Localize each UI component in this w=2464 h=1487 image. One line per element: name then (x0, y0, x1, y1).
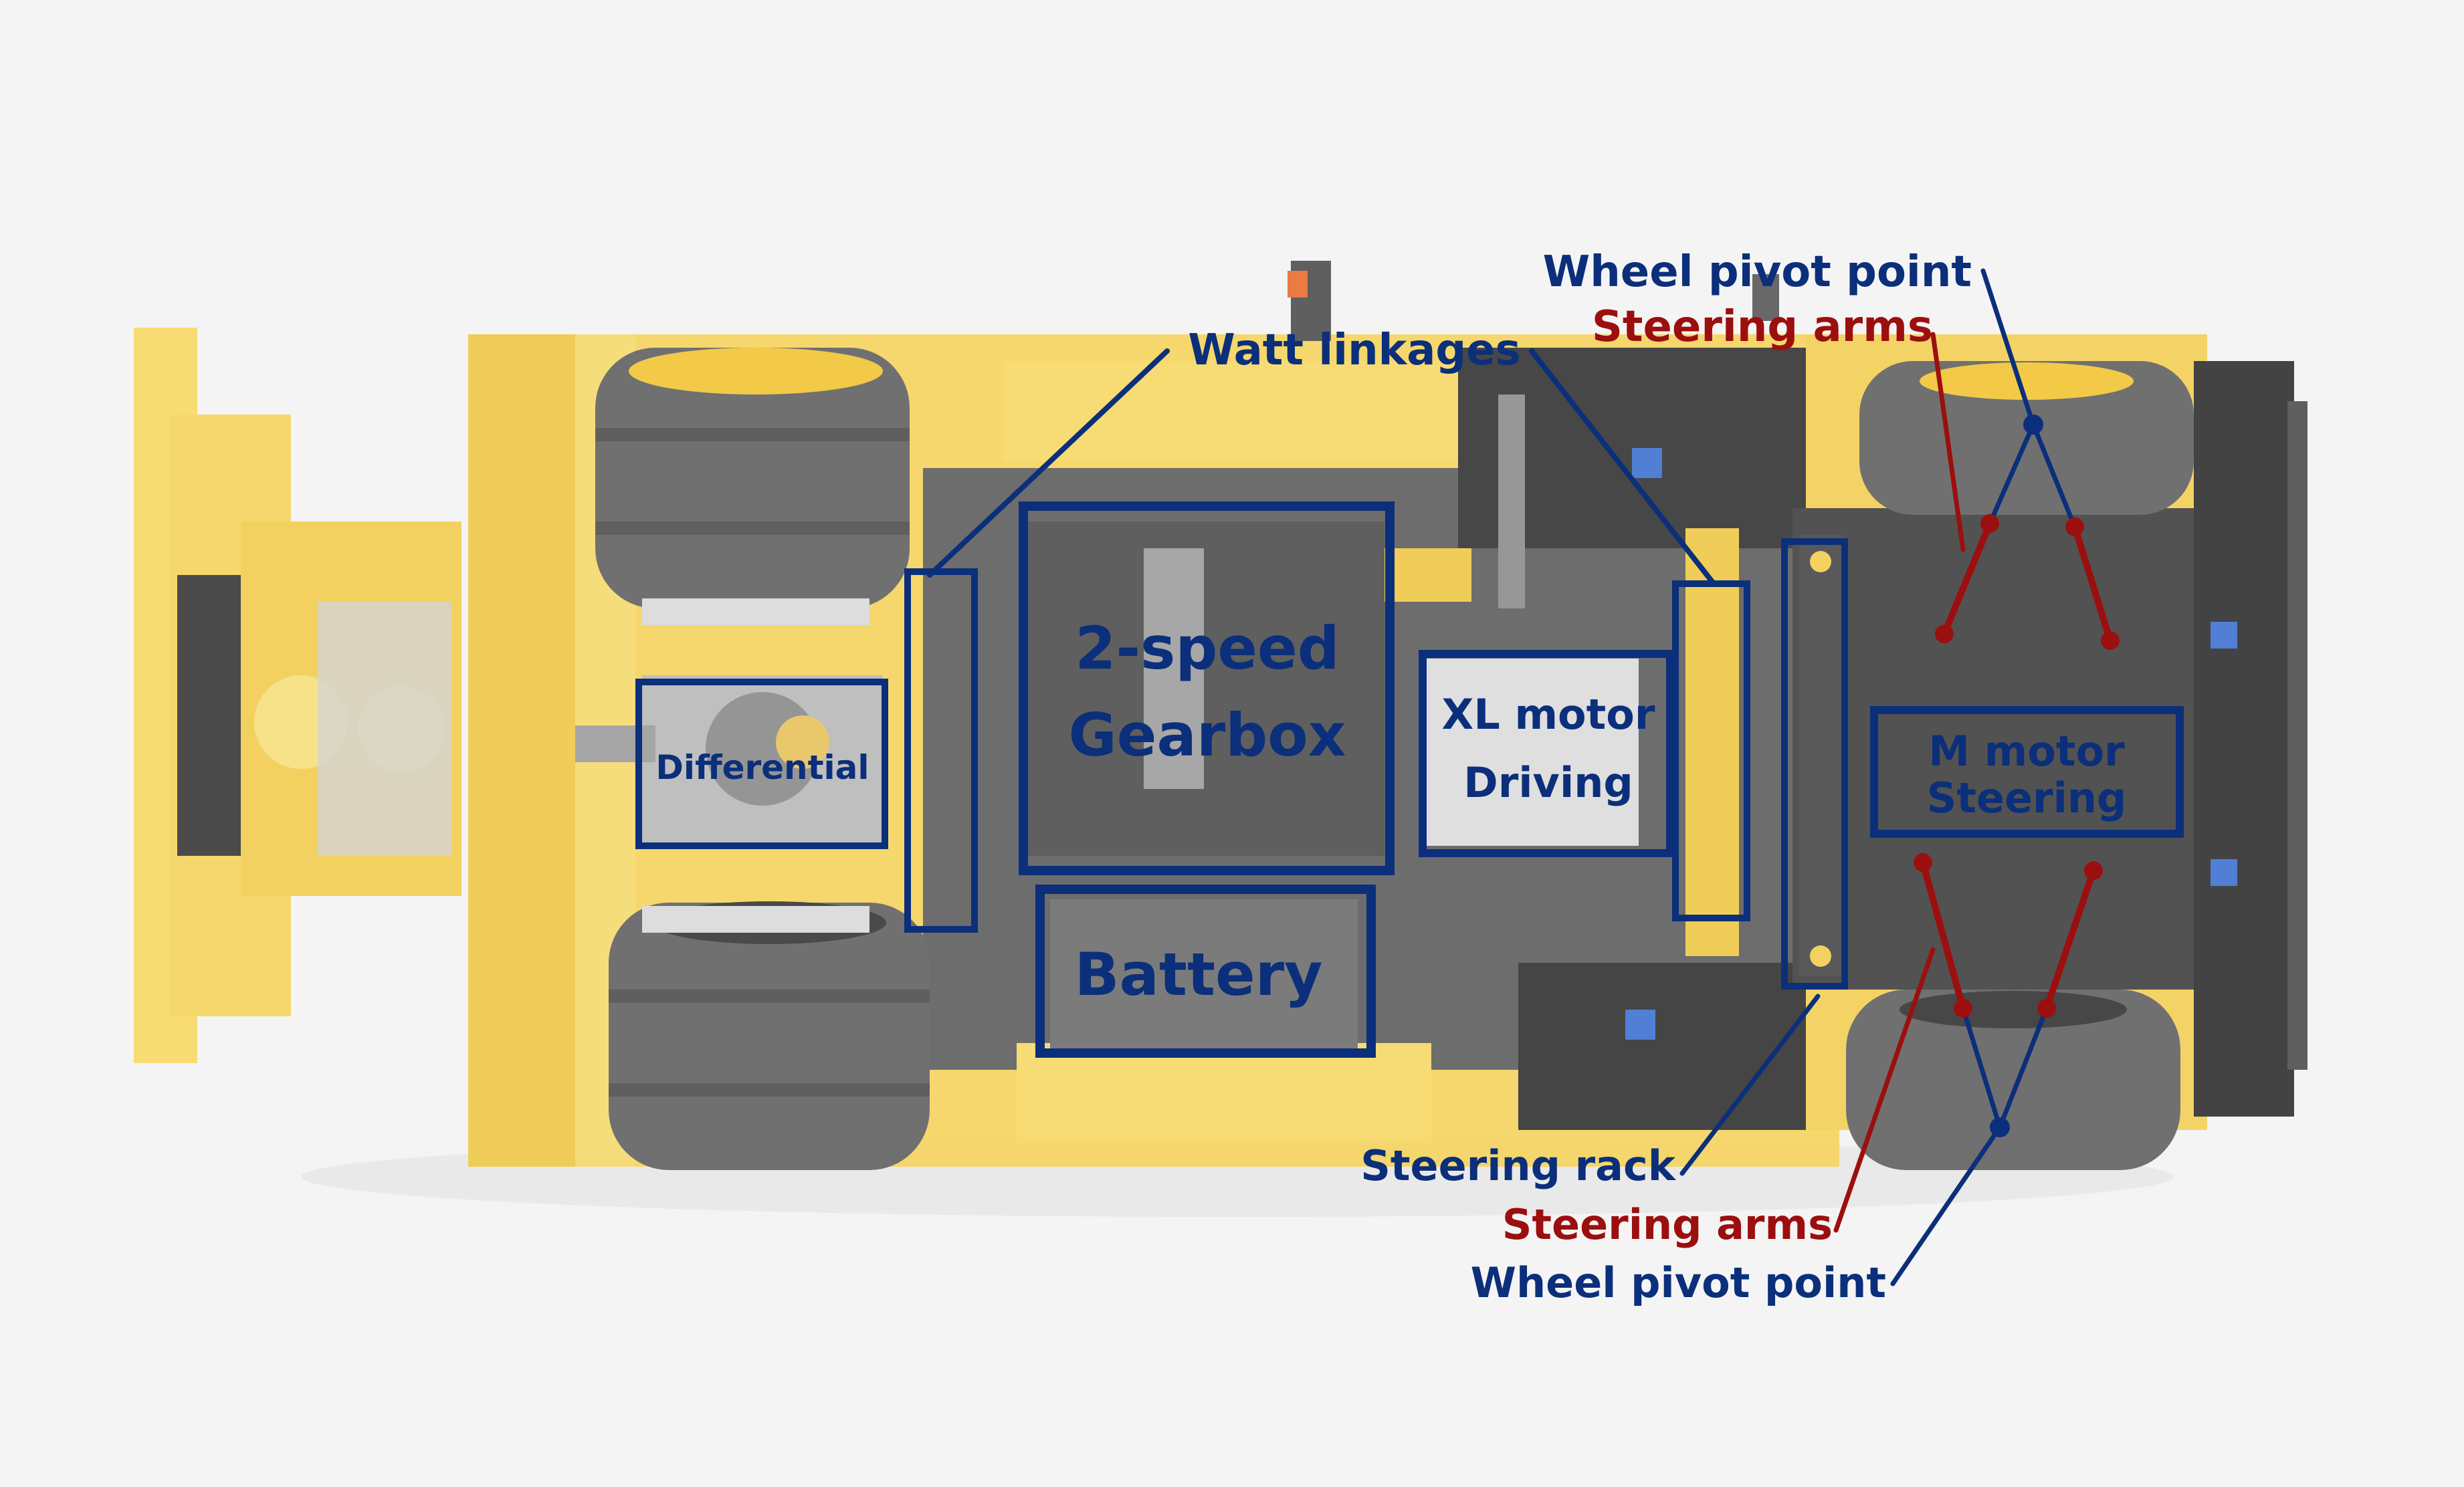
left-wall (468, 334, 575, 1167)
label-gearbox-line1: 2-speed (1075, 614, 1339, 683)
m-motor-box (1870, 706, 2184, 838)
watt-linkage-leader-right (1529, 348, 1715, 584)
arm-dot-bottom-right-upper (2084, 861, 2103, 880)
vehicle (134, 261, 2307, 1170)
xl-motor-box (1419, 650, 1674, 857)
label-steering-rack: Steering rack (1360, 1141, 1676, 1190)
label-gearbox-line2: Gearbox (1069, 701, 1346, 770)
label-m-motor-line1: M motor (1928, 727, 2125, 776)
label-wheel-pivot-top: Wheel pivot point (1543, 247, 1972, 297)
annotation-boxes (635, 501, 2184, 1058)
top-v-right (2031, 422, 2077, 530)
label-m-motor-line2: Steering (1927, 774, 2127, 822)
pivot-leader-bottom (1890, 1125, 2003, 1286)
watt-linkage-leader-left (927, 348, 1170, 578)
label-xl-motor-line1: XL motor (1442, 690, 1655, 739)
top-arm-left (1941, 520, 1993, 637)
watt-linkage-box-left (904, 568, 978, 933)
arm-dot-top-right-lower (2101, 631, 2120, 650)
arm-dot-bottom-left-upper (1914, 853, 1932, 872)
label-steering-arms-top: Steering arms (1592, 302, 1933, 352)
top-v-left (1987, 422, 2036, 526)
top-arm-right (2071, 524, 2114, 644)
annotation-lines (927, 268, 2114, 1286)
label-steering-arms-bottom: Steering arms (1502, 1200, 1833, 1249)
label-differential: Differential (655, 748, 869, 787)
steering-arms-leader-top (1930, 332, 1966, 552)
steering-rack-leader (1679, 994, 1821, 1176)
label-watt-linkages: Watt linkages (1188, 326, 1520, 375)
label-battery: Battery (1074, 940, 1322, 1009)
annotation-labels: Wheel pivot point Steering arms Watt lin… (655, 247, 2126, 1307)
gearbox-box (1019, 501, 1395, 875)
rear-blade (134, 328, 461, 1063)
arm-dot-bottom-right-lower (2037, 999, 2056, 1018)
steering-arms-leader-bottom (1833, 947, 1936, 1233)
annotation-dots (1914, 415, 2120, 1137)
arm-dot-top-left-lower (1935, 624, 1954, 643)
watt-linkage-box-right (1672, 580, 1750, 921)
front-tire-bottom (1846, 990, 2180, 1170)
front-bumper (2194, 361, 2294, 1117)
arm-dot-top-right-upper (2065, 518, 2084, 536)
arm-dot-bottom-left-lower (1954, 999, 1972, 1018)
differential-box (635, 679, 888, 849)
label-xl-motor-line2: Driving (1463, 758, 1633, 807)
bottom-v-left (1960, 1006, 2003, 1130)
pivot-dot-top (2023, 415, 2043, 435)
bottom-v-right (1997, 1006, 2049, 1130)
rear-tire-top (595, 348, 910, 608)
arm-dot-top-left-upper (1980, 514, 1999, 533)
label-wheel-pivot-bottom: Wheel pivot point (1471, 1258, 1886, 1307)
bottom-arm-left (1920, 859, 1966, 1012)
steering-rack-box (1781, 538, 1848, 990)
battery-box (1035, 885, 1376, 1058)
rear-tire-bottom (609, 901, 930, 1170)
bottom-arm-right (2043, 867, 2097, 1012)
pivot-dot-bottom (1990, 1117, 2010, 1137)
pivot-leader-top (1980, 268, 2036, 427)
